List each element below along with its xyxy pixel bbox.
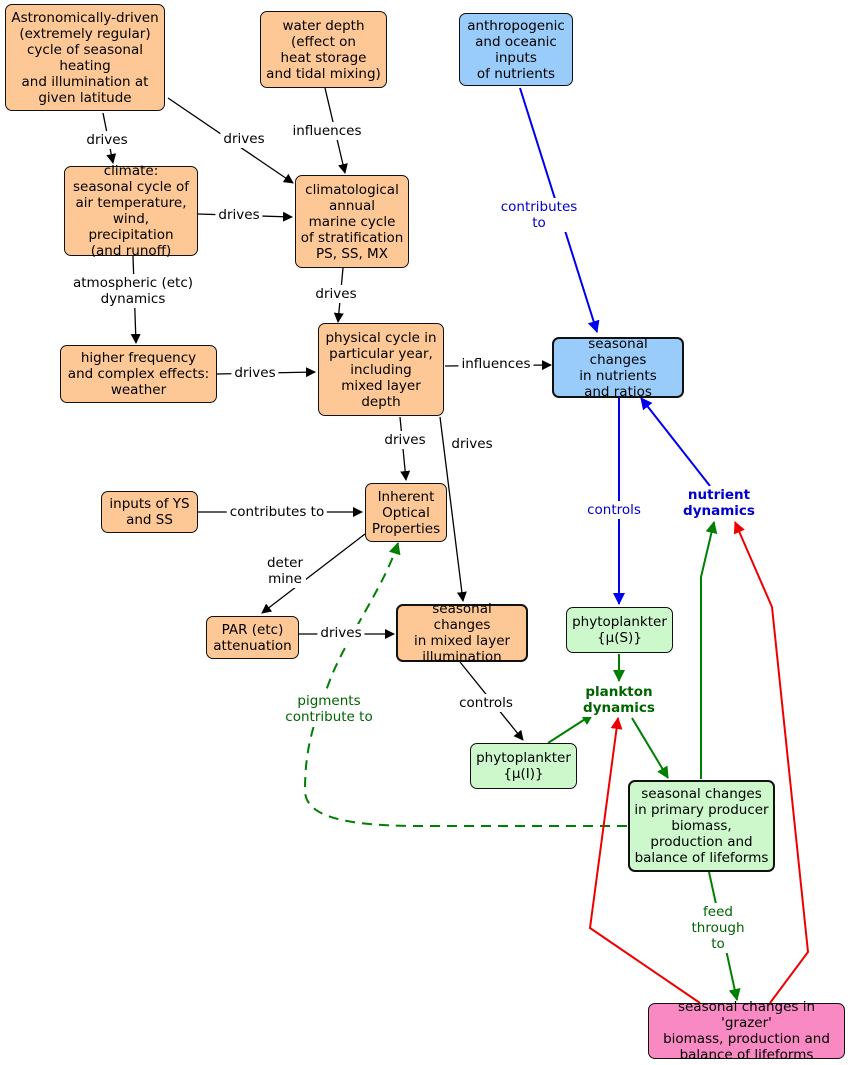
node-inherent-optical-properties[interactable]: Inherent Optical Properties [365, 483, 447, 542]
node-astronomical-cycle[interactable]: Astronomically-driven (extremely regular… [5, 4, 165, 111]
arrow-phys-illum [439, 416, 467, 602]
label-clim-cycle-drives: drives [312, 285, 360, 303]
node-seasonal-nutrients[interactable]: seasonal changes in nutrients and ratios [552, 336, 684, 400]
node-mixed-layer-illumination[interactable]: seasonal changes in mixed layer illumina… [396, 601, 528, 665]
node-primary-producer[interactable]: seasonal changes in primary producer bio… [628, 780, 775, 872]
arrow-iop-par [261, 533, 366, 614]
hub-nutrient-dynamics: nutrient dynamics [681, 486, 757, 520]
node-water-depth[interactable]: water depth (effect on heat storage and … [260, 11, 387, 88]
arrow-pigments-dashed [303, 542, 627, 827]
label-astro-climate-drives: drives [83, 131, 131, 149]
label-water-influences: influences [289, 122, 365, 140]
node-climatological-cycle[interactable]: climatological annual marine cycle of st… [295, 175, 409, 268]
label-iop-determine: deter mine [263, 554, 307, 588]
label-phys-illum-drives: drives [448, 435, 496, 453]
label-inputs-contributes-to: contributes to [226, 503, 328, 521]
node-phytoplankter-i[interactable]: phytoplankter {μ(I)} [470, 743, 577, 789]
arrow-phyto-i-plankton [547, 713, 594, 744]
label-higher-freq-drives: drives [231, 364, 279, 382]
node-anthropogenic-inputs[interactable]: anthropogenic and oceanic inputs of nutr… [459, 13, 573, 86]
label-atmospheric-dynamics: atmospheric (etc) dynamics [69, 274, 197, 308]
label-astro-clim-cycle-drives: drives [220, 130, 268, 148]
label-par-drives: drives [317, 624, 365, 642]
node-grazer-changes[interactable]: seasonal changes in 'grazer' biomass, pr… [648, 999, 845, 1063]
node-higher-frequency[interactable]: higher frequency and complex effects: we… [60, 345, 217, 403]
arrow-grazer-plankton [588, 717, 701, 1004]
label-nutrients-controls: controls [584, 501, 644, 519]
label-phys-influences: influences [458, 355, 534, 373]
arrow-nutrient-dynamics-nutrients [640, 397, 711, 487]
node-par-attenuation[interactable]: PAR (etc) attenuation [206, 616, 299, 659]
label-illum-controls: controls [456, 694, 516, 712]
label-climate-drives: drives [215, 206, 263, 224]
arrow-primary-nutrient-dynamics [700, 521, 718, 779]
label-phys-iop-drives: drives [381, 431, 429, 449]
arrow-grazer-nutrient-dynamics [733, 521, 810, 1004]
label-pigments-contribute-to: pigments contribute to [282, 692, 376, 726]
node-physical-cycle[interactable]: physical cycle in particular year, inclu… [318, 323, 444, 416]
label-anthro-contributes-to: contributes to [497, 198, 581, 232]
arrow-plankton-primary [631, 717, 669, 779]
node-inputs-ys-ss[interactable]: inputs of YS and SS [101, 491, 198, 533]
hub-plankton-dynamics: plankton dynamics [581, 683, 657, 717]
label-feed-through-to: feed through to [688, 903, 748, 953]
node-phytoplankter-s[interactable]: phytoplankter {μ(S)} [566, 607, 673, 653]
node-climate[interactable]: climate: seasonal cycle of air temperatu… [64, 163, 198, 259]
